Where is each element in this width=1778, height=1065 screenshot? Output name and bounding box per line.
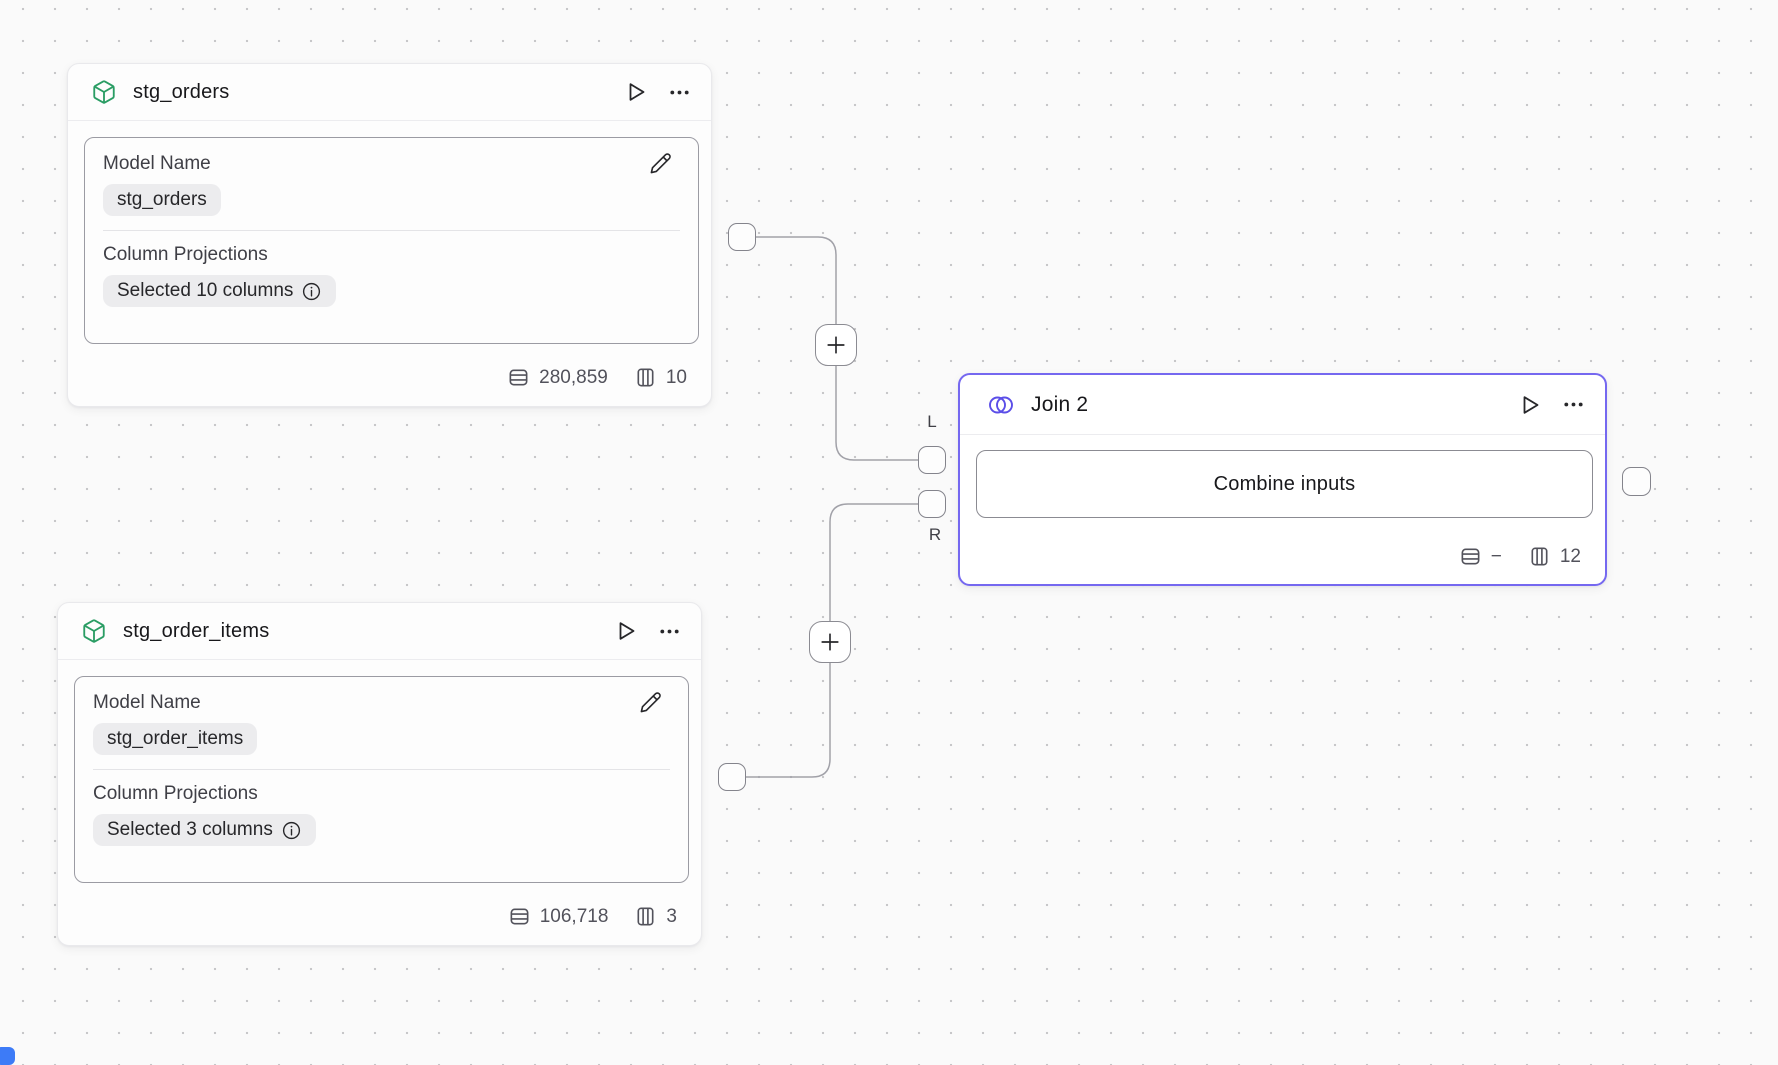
- column-count-stat: 10: [634, 366, 687, 389]
- run-node-button[interactable]: [614, 619, 638, 643]
- rows-icon: [510, 908, 529, 925]
- run-node-button[interactable]: [624, 80, 648, 104]
- output-port-stg-order-items[interactable]: [718, 763, 746, 791]
- combine-inputs-button[interactable]: Combine inputs: [976, 450, 1593, 518]
- node-config-card: Model Name stg_orders Column Projections…: [84, 137, 699, 344]
- model-name-label: Model Name: [93, 692, 201, 713]
- model-name-chip[interactable]: stg_orders: [103, 184, 221, 216]
- row-count: 106,718: [539, 905, 609, 927]
- node-header: Join 2: [960, 375, 1605, 435]
- join-left-input-port[interactable]: [918, 446, 946, 474]
- left-input-port-label: L: [927, 412, 937, 431]
- output-port-stg-orders[interactable]: [728, 223, 756, 251]
- columns-icon: [637, 907, 654, 926]
- node-stats: 280,859 10: [507, 366, 687, 389]
- node-title: stg_orders: [133, 80, 230, 103]
- column-count-stat: 3: [634, 905, 677, 928]
- column-projections-label: Column Projections: [93, 783, 258, 804]
- field-divider: [103, 230, 680, 231]
- column-count: 10: [665, 366, 687, 388]
- output-port-join[interactable]: [1622, 467, 1651, 496]
- join-venn-icon: [987, 393, 1015, 417]
- model-cube-icon: [91, 79, 117, 105]
- node-header: stg_order_items: [58, 603, 701, 660]
- field-divider: [93, 769, 670, 770]
- model-name-label: Model Name: [103, 153, 211, 174]
- node-join-2[interactable]: Join 2 Combine inputs − 12: [958, 373, 1607, 586]
- edit-pencil-icon[interactable]: [645, 148, 676, 179]
- info-icon[interactable]: [281, 820, 302, 841]
- column-projections-label: Column Projections: [103, 244, 268, 265]
- node-menu-button[interactable]: [1562, 393, 1585, 416]
- node-config-card: Model Name stg_order_items Column Projec…: [74, 676, 689, 883]
- rows-icon: [1461, 548, 1480, 565]
- columns-icon: [1531, 547, 1548, 566]
- info-icon[interactable]: [301, 281, 322, 302]
- column-projections-value: Selected 3 columns: [107, 819, 273, 840]
- add-node-on-right-connection-button[interactable]: [809, 621, 851, 663]
- column-count: 12: [1559, 545, 1581, 567]
- column-projections-chip[interactable]: Selected 3 columns: [93, 814, 316, 846]
- node-stats: − 12: [1459, 545, 1581, 568]
- model-name-value: stg_order_items: [107, 728, 244, 749]
- node-menu-button[interactable]: [658, 620, 681, 643]
- plus-icon: [821, 633, 839, 651]
- row-count-stat: 106,718: [508, 905, 609, 928]
- row-count: −: [1490, 545, 1502, 567]
- node-menu-button[interactable]: [668, 81, 691, 104]
- model-cube-icon: [81, 618, 107, 644]
- node-stg-order-items[interactable]: stg_order_items Model Name stg_order_ite…: [57, 602, 702, 946]
- node-stg-orders[interactable]: stg_orders Model Name stg_orders Column …: [67, 63, 712, 407]
- plus-icon: [827, 336, 845, 354]
- column-projections-chip[interactable]: Selected 10 columns: [103, 275, 337, 307]
- columns-icon: [637, 368, 654, 387]
- edit-pencil-icon[interactable]: [635, 687, 666, 718]
- column-projections-value: Selected 10 columns: [117, 280, 294, 301]
- node-header: stg_orders: [68, 64, 711, 121]
- join-right-input-port[interactable]: [918, 490, 946, 518]
- node-stats: 106,718 3: [508, 905, 677, 928]
- rows-icon: [509, 369, 528, 386]
- run-node-button[interactable]: [1518, 393, 1542, 417]
- node-title: stg_order_items: [123, 619, 270, 642]
- right-input-port-label: R: [928, 525, 942, 544]
- column-count: 3: [666, 905, 677, 927]
- add-node-on-left-connection-button[interactable]: [815, 324, 857, 366]
- row-count: 280,859: [539, 366, 608, 388]
- canvas-corner-indicator: [0, 1047, 15, 1065]
- row-count-stat: −: [1459, 545, 1502, 568]
- combine-inputs-label: Combine inputs: [1213, 472, 1356, 495]
- column-count-stat: 12: [1528, 545, 1581, 568]
- model-name-chip[interactable]: stg_order_items: [93, 723, 258, 755]
- row-count-stat: 280,859: [507, 366, 608, 389]
- node-title: Join 2: [1031, 392, 1089, 416]
- model-name-value: stg_orders: [117, 189, 207, 210]
